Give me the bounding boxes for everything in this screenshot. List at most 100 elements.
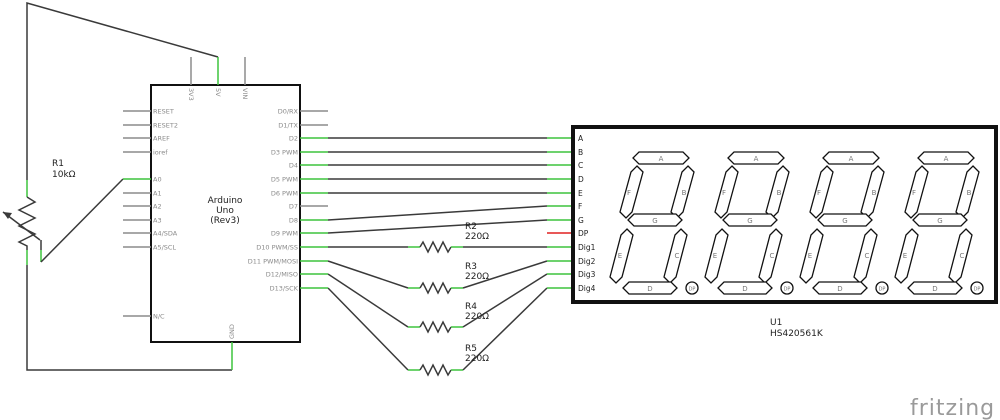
display-pin-label: E <box>578 189 583 198</box>
wire-r4-in[interactable] <box>327 273 409 328</box>
segment-label: C <box>770 252 775 260</box>
display-name: U1 <box>770 318 782 328</box>
pin-label: ioref <box>153 149 168 157</box>
segment-d <box>812 281 868 295</box>
pin-label: D11 PWM/MOSI <box>248 258 298 266</box>
r1-name: R1 <box>52 159 64 169</box>
pin-label: A1 <box>153 190 162 198</box>
segment-e <box>609 228 634 284</box>
pin-label: A0 <box>153 176 162 184</box>
pin-label: D7 <box>289 203 298 211</box>
r5-zigzag[interactable] <box>419 363 452 377</box>
display-part: HS420561K <box>770 329 824 339</box>
segment-e <box>894 228 919 284</box>
segment-label: A <box>659 155 664 163</box>
segment-label: E <box>903 252 907 260</box>
pin-label: D4 <box>289 162 298 170</box>
segment-g <box>627 213 683 227</box>
wires <box>2 2 548 377</box>
segment-dp <box>875 281 889 295</box>
pin-label: D2 <box>289 135 298 143</box>
segment-label: B <box>967 189 972 197</box>
r2-zigzag[interactable] <box>419 240 452 254</box>
wire-r3-in[interactable] <box>327 260 409 289</box>
r3-name: R3 <box>465 262 477 272</box>
pin-label: D1/TX <box>278 122 298 130</box>
segment-label: G <box>937 217 942 225</box>
segment-dp <box>780 281 794 295</box>
segment-label: B <box>872 189 877 197</box>
segment-label: DP <box>974 287 981 293</box>
arduino-body[interactable] <box>150 84 301 343</box>
display-pin-label: D <box>578 175 584 184</box>
segment-f <box>619 165 644 219</box>
segment-e <box>704 228 729 284</box>
r4-zigzag[interactable] <box>419 320 452 334</box>
pin-label: D6 PWM <box>271 190 298 198</box>
segment-label: E <box>808 252 812 260</box>
segment-label: G <box>747 217 752 225</box>
segment-label: B <box>777 189 782 197</box>
segment-label: E <box>618 252 622 260</box>
display-pin-label: Dig2 <box>578 257 596 266</box>
segment-label: D <box>837 285 842 293</box>
wire-r5-in[interactable] <box>327 287 409 371</box>
segment-label: C <box>960 252 965 260</box>
pot-resistor-zigzag[interactable] <box>17 196 37 250</box>
segment-a <box>917 151 975 165</box>
pins: RESETRESET2AREFiorefA0A1A2A3A4/SDAA5/SCL… <box>123 57 596 370</box>
segment-f <box>904 165 929 219</box>
segment-label: F <box>912 189 916 197</box>
pin-label: A5/SCL <box>153 244 176 252</box>
pin-label: D12/MISO <box>266 271 298 279</box>
pot-arrow-head <box>3 212 12 219</box>
pin-label: N/C <box>153 313 165 321</box>
arduino-name: Arduino <box>208 196 243 206</box>
r5-value: 220Ω <box>465 354 489 364</box>
arduino-model: Uno <box>216 206 234 216</box>
r4-name: R4 <box>465 302 477 312</box>
segment-label: E <box>713 252 717 260</box>
segment-g <box>912 213 968 227</box>
wire-r4-out[interactable] <box>462 273 548 328</box>
segment-d <box>907 281 963 295</box>
segment-label: A <box>849 155 854 163</box>
wire-5v-pot[interactable] <box>26 2 219 180</box>
r3-zigzag[interactable] <box>419 281 452 295</box>
display-pin-label: F <box>578 202 582 211</box>
arduino-uno: Arduino Uno (Rev3) <box>150 84 301 343</box>
wire-a0-wiper[interactable] <box>40 178 124 263</box>
segment-label: F <box>817 189 821 197</box>
pin-label: D0/RX <box>278 108 299 116</box>
wire-r3-out[interactable] <box>462 260 548 289</box>
pin-label: 5V <box>214 88 222 97</box>
pin-label: GND <box>228 324 236 339</box>
segment-label: F <box>627 189 631 197</box>
wire-seg-f[interactable] <box>327 205 548 221</box>
segment-label: G <box>652 217 657 225</box>
segment-label: DP <box>784 287 791 293</box>
display-pin-label: A <box>578 134 584 143</box>
segment-label: DP <box>879 287 886 293</box>
segment-f <box>714 165 739 219</box>
wire-gnd-pot[interactable] <box>26 265 232 371</box>
segment-dp <box>685 281 699 295</box>
display-body[interactable] <box>571 125 998 304</box>
segment-label: G <box>842 217 847 225</box>
segment-label: A <box>944 155 949 163</box>
pin-label: D8 <box>289 217 298 225</box>
segment-label: DP <box>689 287 696 293</box>
r2-value: 220Ω <box>465 232 489 242</box>
display-pin-label: B <box>578 148 583 157</box>
segment-e <box>799 228 824 284</box>
display-pin-label: G <box>578 216 584 225</box>
r4-value: 220Ω <box>465 312 489 322</box>
pin-label: D5 PWM <box>271 176 298 184</box>
segment-g <box>817 213 873 227</box>
wire-seg-g[interactable] <box>327 219 548 234</box>
wire-r5-out[interactable] <box>462 287 548 371</box>
